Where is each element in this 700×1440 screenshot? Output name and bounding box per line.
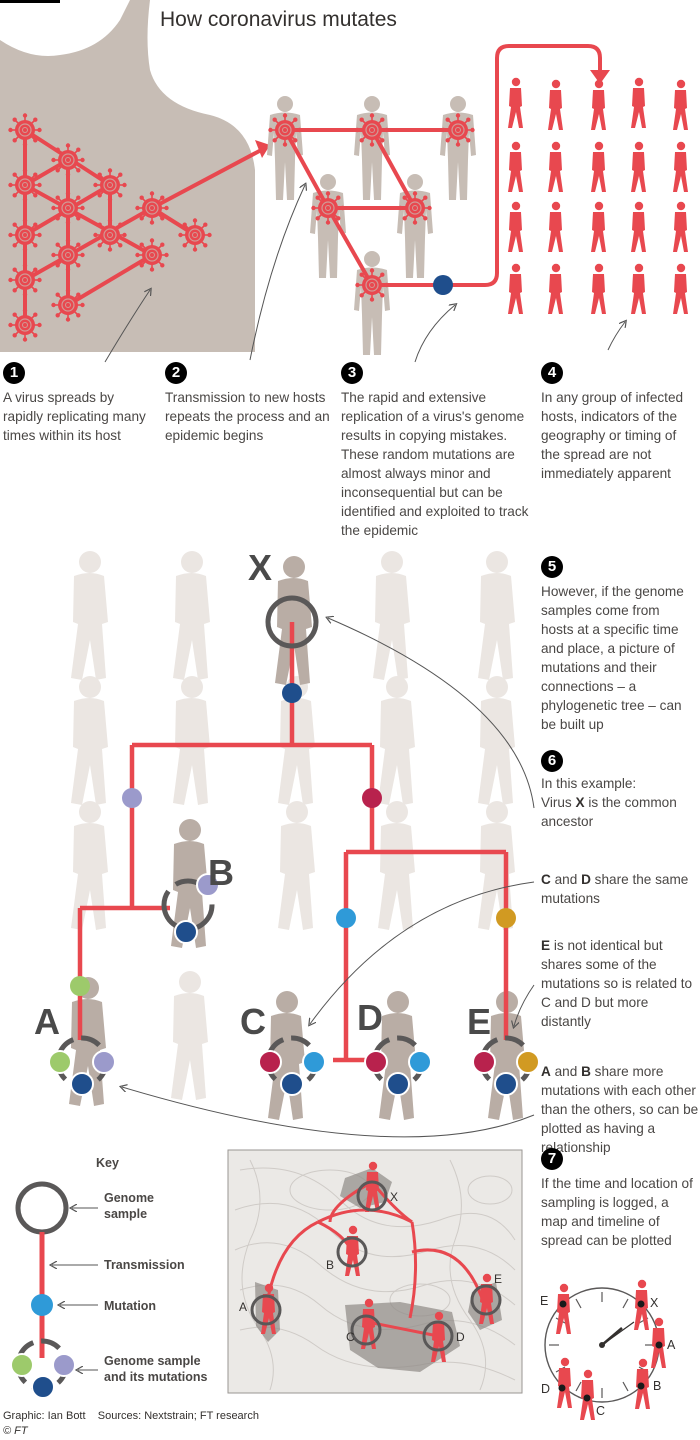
clock-label-e: E [540, 1294, 549, 1308]
step-number: 5 [541, 556, 563, 578]
pointer-arrows-top [104, 185, 625, 363]
key-graphic [10, 1181, 76, 1399]
sample-ring-d [364, 1035, 432, 1096]
footer-credit: Graphic: Ian Bott Sources: Nextstrain; F… [3, 1410, 259, 1422]
map-label-x: X [390, 1190, 399, 1204]
map-label-a: A [239, 1300, 248, 1314]
pointer-arrows-tree [122, 618, 535, 1138]
tree-mutation-dots [70, 683, 516, 996]
tree-label-d: D [357, 997, 383, 1038]
step-7-text: If the time and location of sampling is … [541, 1176, 693, 1248]
step-number: 1 [3, 362, 25, 384]
ancestor-ring-x [265, 595, 319, 649]
sampling-clock [544, 1279, 666, 1420]
step-6-intro: In this example: [541, 776, 637, 791]
step-6-text: In this example: Virus X is the common a… [541, 774, 691, 831]
step-number: 2 [165, 362, 187, 384]
key-transmission: Transmission [104, 1258, 185, 1272]
map-label-e: E [494, 1272, 503, 1286]
tree-label-a: A [34, 1001, 60, 1042]
sample-ring-b [161, 873, 220, 944]
top-rule [0, 0, 60, 3]
phylogenetic-tree [77, 622, 509, 1063]
step-number: 7 [541, 1148, 563, 1170]
step-2-text: Transmission to new hosts repeats the pr… [165, 390, 330, 443]
tree-label-e: E [467, 1001, 492, 1042]
step-3-text: The rapid and extensive replication of a… [341, 390, 529, 538]
step-5-text: However, if the genome samples come from… [541, 584, 684, 732]
note-e: E is not identical but shares some of th… [541, 938, 693, 1029]
step-4-text: In any group of infected hosts, indicato… [541, 390, 684, 481]
first-mutation-dot [433, 275, 453, 295]
sample-ring-a [48, 1035, 116, 1096]
key-arrows [52, 1208, 98, 1370]
key-mutation: Mutation [104, 1299, 157, 1313]
clock-label-c: C [596, 1404, 606, 1418]
key-genome-sample: Genome sample [104, 1191, 155, 1221]
step-number: 4 [541, 362, 563, 384]
tree-label-c: C [240, 1001, 266, 1042]
step-number: 3 [341, 362, 363, 384]
note-ab: A and B share more mutations with each o… [541, 1064, 699, 1155]
clock-label-x: X [650, 1296, 659, 1310]
page-title: How coronavirus mutates [160, 8, 397, 31]
clock-label-b: B [653, 1379, 662, 1393]
key-title: Key [96, 1156, 119, 1170]
clock-label-a: A [667, 1338, 676, 1352]
sample-ring-c [258, 1035, 326, 1096]
step-1-text: A virus spreads by rapidly replicating m… [3, 390, 146, 443]
map-label-d: D [456, 1330, 465, 1344]
step-6-line: Virus X is the common ancestor [541, 795, 677, 829]
note-cd: C and D share the same mutations [541, 872, 689, 906]
tree-label-b: B [208, 852, 234, 893]
map-label-b: B [326, 1258, 335, 1272]
sample-ring-e [472, 1035, 540, 1096]
contour-map [227, 1149, 523, 1394]
key-genome-mutations: Genome sample and its mutations [104, 1354, 208, 1384]
tree-label-x: X [248, 547, 273, 588]
infected-crowd [508, 77, 688, 314]
map-label-c: C [346, 1330, 355, 1344]
step-number: 6 [541, 750, 563, 772]
footer-copyright: © FT [3, 1425, 28, 1437]
clock-label-d: D [541, 1382, 551, 1396]
